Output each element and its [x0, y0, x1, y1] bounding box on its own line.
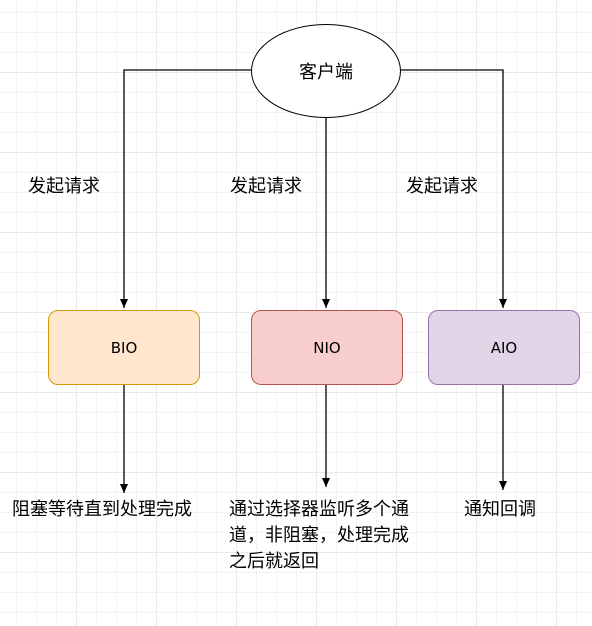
- nio-label: NIO: [313, 338, 341, 357]
- nio-node: NIO: [251, 310, 403, 385]
- bio-result-text: 阻塞等待直到处理完成: [12, 499, 192, 520]
- aio-node: AIO: [428, 310, 580, 385]
- client-node: 客户端: [251, 24, 401, 118]
- request-label-nio: 发起请求: [230, 176, 302, 197]
- request-label-bio: 发起请求: [28, 176, 100, 197]
- bio-label: BIO: [110, 338, 138, 357]
- edge-client-to-bio: [120, 69, 251, 308]
- client-label: 客户端: [299, 62, 353, 83]
- aio-result-text: 通知回调: [464, 499, 536, 520]
- request-label-aio: 发起请求: [406, 176, 478, 197]
- nio-result-text: 通过选择器监听多个通道，非阻塞，处理完成之后就返回: [229, 499, 409, 572]
- aio-label: AIO: [490, 338, 518, 357]
- bio-node: BIO: [48, 310, 200, 385]
- edge-client-to-aio: [401, 69, 507, 308]
